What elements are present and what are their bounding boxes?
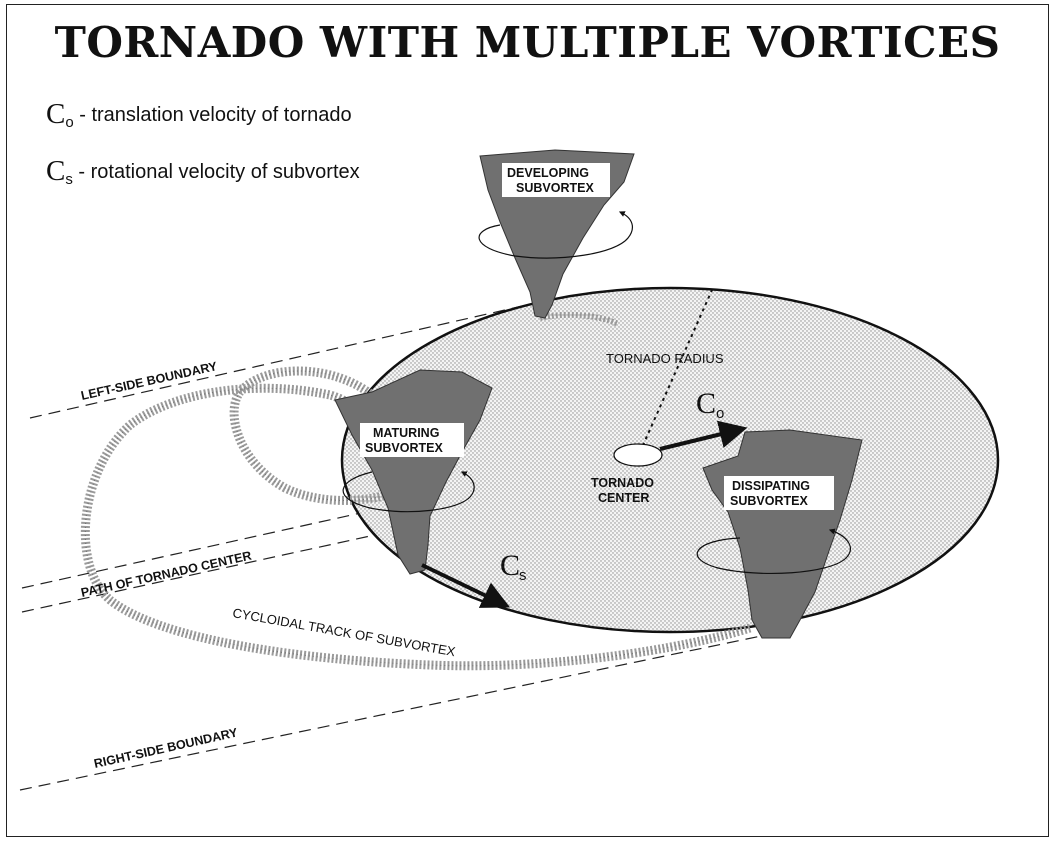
- co-subscript: o: [716, 405, 724, 422]
- legend-cs-text: - rotational velocity of subvortex: [72, 161, 360, 183]
- co-arrow: [659, 420, 748, 451]
- developing-track: [539, 311, 620, 327]
- page-title: TORNADO WITH MULTIPLE VORTICES: [54, 18, 1001, 67]
- developing-label-bg: [502, 163, 610, 197]
- co-symbol: C: [696, 387, 716, 420]
- dissipating-label-1: DISSIPATING: [732, 479, 810, 493]
- legend-co-subscript: o: [65, 114, 74, 131]
- maturing-label-1: MATURING: [373, 426, 439, 440]
- tornado-center-label-1: TORNADO: [591, 476, 654, 490]
- legend-co-symbol: C: [46, 98, 66, 130]
- developing-label-2: SUBVORTEX: [516, 181, 594, 195]
- tornado-radius-label: TORNADO RADIUS: [606, 351, 724, 366]
- cs-arrow: [421, 563, 511, 608]
- maturing-label-bg: [360, 423, 464, 457]
- legend-co-text: - translation velocity of tornado: [73, 104, 352, 126]
- legend-translation-velocity: Co - translation velocity of tornado: [46, 98, 352, 131]
- tornado-area-ellipse: [340, 286, 1000, 634]
- cs-subscript: s: [519, 567, 527, 584]
- legend-cs-subscript: s: [65, 171, 73, 188]
- cs-symbol: C: [500, 549, 520, 582]
- dissipating-label-2: SUBVORTEX: [730, 494, 808, 508]
- tornado-radius-line: [639, 289, 713, 453]
- maturing-label-2: SUBVORTEX: [365, 441, 443, 455]
- tornado-center-label-2: CENTER: [598, 491, 649, 505]
- tornado-center-marker: [613, 443, 663, 467]
- maturing-subvortex: [334, 369, 493, 575]
- path-of-tornado-center-label: PATH OF TORNADO CENTER: [80, 549, 253, 600]
- cycloidal-track: [80, 366, 752, 671]
- legend-rotational-velocity: Cs - rotational velocity of subvortex: [46, 155, 360, 188]
- legend-cs-symbol: C: [46, 155, 66, 187]
- right-side-boundary-label: RIGHT-SIDE BOUNDARY: [93, 725, 240, 771]
- developing-label-1: DEVELOPING: [507, 166, 589, 180]
- dissipating-rotation-arrow: [696, 528, 851, 575]
- dissipating-label-bg: [724, 476, 834, 510]
- left-side-boundary-line: [29, 301, 541, 419]
- developing-rotation-arrow: [478, 211, 634, 259]
- maturing-rotation-arrow: [342, 471, 475, 513]
- right-side-boundary-line: [19, 629, 791, 791]
